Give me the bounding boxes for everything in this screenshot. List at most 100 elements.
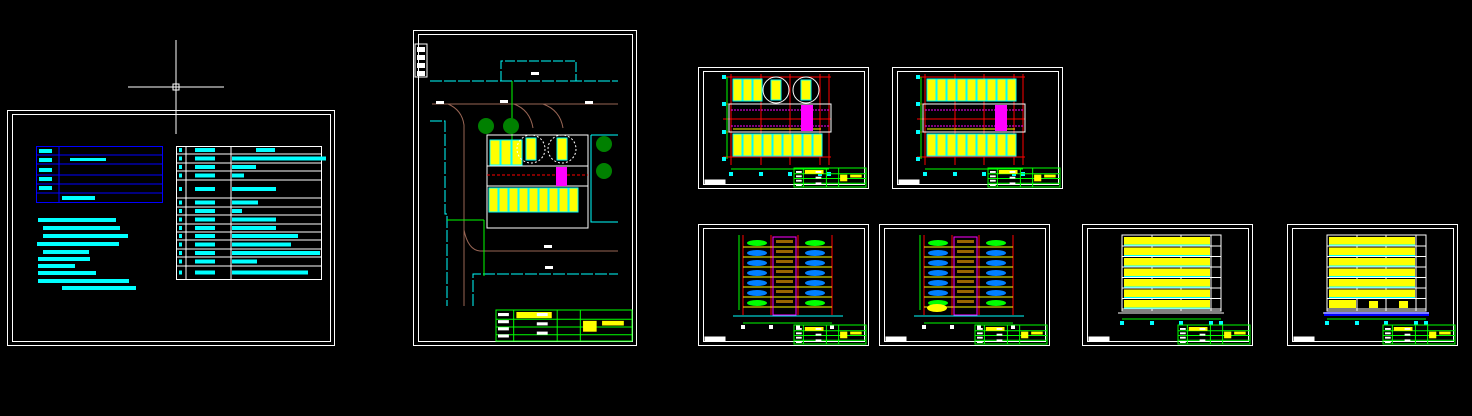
- notes-line: [38, 271, 96, 275]
- sheet-inner-border: [12, 114, 331, 342]
- lift-platform: [776, 280, 793, 283]
- notes-line: [43, 234, 128, 238]
- parking-space: [488, 187, 499, 213]
- parking-space: [518, 187, 529, 213]
- parking-space: [976, 78, 987, 102]
- title-block-text: [1031, 331, 1043, 335]
- drawing-title-text: [417, 47, 425, 52]
- boundary-line: [472, 273, 618, 306]
- site-roads: [430, 60, 618, 306]
- title-block-border: [974, 324, 1048, 345]
- lift-platform: [957, 250, 974, 253]
- car-icon: [928, 240, 948, 246]
- parking-space: [752, 78, 763, 102]
- axis-bubble: [1384, 321, 1388, 325]
- parked-cars: [1124, 289, 1210, 298]
- title-block-border: [1382, 324, 1456, 345]
- axis-bubble: [788, 172, 792, 176]
- title-block-text: [536, 331, 548, 335]
- drawing-list-number: [179, 259, 182, 264]
- drawing-list-code: [195, 173, 215, 178]
- building-footprint: [486, 134, 589, 229]
- car-icon: [805, 250, 825, 256]
- axis-bubble: [729, 172, 733, 176]
- title-block-text: [1021, 331, 1029, 339]
- turntable: [547, 134, 577, 164]
- axis-bubble: [1120, 321, 1124, 325]
- title-block-border: [495, 309, 633, 342]
- boundary-line: [590, 134, 618, 223]
- lift-platform: [957, 240, 974, 243]
- sheet-inner-border: [703, 71, 865, 185]
- parking-space: [498, 187, 509, 213]
- drawing-list-title: [232, 234, 298, 238]
- turntable: [792, 76, 820, 104]
- lift-platform: [957, 260, 974, 263]
- drawing-list-code: [195, 156, 215, 161]
- drawing-list-number: [179, 251, 182, 255]
- title-block-text: [1385, 328, 1391, 330]
- title-block-text: [1234, 331, 1246, 335]
- car-icon: [928, 270, 948, 276]
- title-block-border: [1177, 324, 1251, 345]
- title-block: [1177, 324, 1251, 345]
- drawing-list-number: [179, 234, 182, 238]
- title-block-text: [1439, 331, 1451, 335]
- parking-space: [936, 133, 947, 157]
- lift-platform: [776, 260, 793, 263]
- title-block-text: [977, 341, 983, 344]
- crosshair-cursor-icon: [128, 40, 224, 134]
- drawing-list-code: [195, 148, 215, 152]
- drawing-list-number: [179, 270, 182, 275]
- car-icon: [747, 290, 767, 296]
- drawing-list-code: [195, 251, 215, 255]
- parking-space: [966, 78, 977, 102]
- title-block-text: [815, 176, 822, 179]
- axis-bubble: [830, 325, 834, 329]
- title-block-text: [796, 341, 802, 344]
- sheet-stamp: [1293, 336, 1315, 342]
- info-table-label: [39, 158, 52, 162]
- title-block-text: [1199, 339, 1206, 342]
- parking-space: [772, 133, 783, 157]
- drawing-list-number: [179, 200, 182, 205]
- title-block: [987, 167, 1061, 188]
- sheet-outer-border: [1287, 224, 1458, 346]
- car-icon: [747, 270, 767, 276]
- drawing-list-number: [179, 217, 182, 222]
- car-icon: [805, 290, 825, 296]
- drawing-list-number: [179, 209, 182, 213]
- sheet-outer-border: [7, 110, 335, 346]
- sheet-stamp: [704, 179, 726, 185]
- lift-platform: [957, 270, 974, 273]
- sheet-inner-border: [1087, 228, 1249, 342]
- drawing-list-title: [232, 226, 276, 230]
- title-block-text: [796, 179, 802, 182]
- parking-space: [1006, 78, 1017, 102]
- title-block-text: [1385, 332, 1391, 335]
- title-block-name-text: [985, 327, 1005, 331]
- title-block-text: [1180, 336, 1186, 339]
- parked-cars: [1329, 268, 1415, 277]
- car-icon: [747, 250, 767, 256]
- axis-bubble: [923, 172, 927, 176]
- tree-icon: [503, 118, 519, 134]
- title-block-text: [840, 331, 848, 339]
- title-block-text: [840, 174, 848, 182]
- sheet-outer-border: [892, 67, 1063, 189]
- parking-space: [996, 133, 1007, 157]
- title-block-border: [793, 167, 867, 188]
- parking-space: [976, 133, 987, 157]
- axis-bubble: [916, 157, 920, 161]
- drawing-list-title: [232, 156, 326, 161]
- notes-line: [62, 286, 136, 290]
- sheet-stamp: [1088, 336, 1110, 342]
- axis-bubble: [769, 325, 773, 329]
- info-table-value: [62, 196, 95, 200]
- drawing-list-code: [195, 187, 215, 191]
- info-table-value: [70, 158, 106, 161]
- drawing-list-code: [195, 200, 215, 205]
- turntable: [516, 134, 546, 164]
- notes-line: [43, 226, 120, 230]
